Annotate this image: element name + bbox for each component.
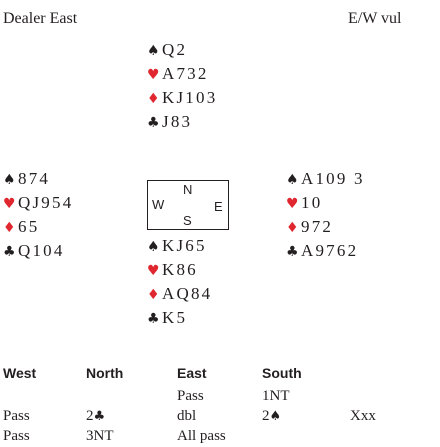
- south-spades-cards: KJ65: [162, 236, 207, 255]
- west-clubs: ♣Q104: [3, 239, 73, 263]
- compass-south: S: [183, 213, 192, 228]
- north-clubs: ♣J83: [147, 110, 217, 134]
- club-icon: ♣: [147, 115, 160, 131]
- compass-north: N: [183, 182, 193, 197]
- east-hearts: ♥10: [286, 191, 365, 215]
- diamond-icon: ♦: [3, 220, 16, 236]
- north-spades-cards: Q2: [162, 40, 188, 59]
- south-hand: ♠KJ65 ♥K86 ♦AQ84 ♣K5: [147, 234, 212, 330]
- bid-north-row2: 2♣: [86, 405, 105, 428]
- west-spades-cards: 874: [18, 169, 51, 188]
- north-diamonds-cards: KJ103: [162, 88, 218, 107]
- vulnerability-label: E/W vul: [348, 10, 402, 27]
- east-clubs-cards: A9762: [301, 241, 359, 260]
- bid-south-row2-level: 2: [262, 408, 270, 424]
- diamond-icon: ♦: [147, 91, 160, 107]
- north-hearts-cards: A732: [162, 64, 209, 83]
- compass-west: W: [152, 197, 165, 212]
- east-hearts-cards: 10: [301, 193, 323, 212]
- bid-south-row1: 1NT: [262, 388, 290, 404]
- east-clubs: ♣A9762: [286, 239, 365, 263]
- east-spades: ♠A109 3: [286, 167, 365, 191]
- heart-icon: ♥: [3, 196, 16, 212]
- diamond-icon: ♦: [286, 220, 299, 236]
- spade-icon: ♠: [147, 239, 160, 255]
- club-icon: ♣: [147, 311, 160, 327]
- north-spades: ♠Q2: [147, 38, 217, 62]
- heart-icon: ♥: [147, 67, 160, 83]
- north-clubs-cards: J83: [162, 112, 193, 131]
- bid-west-row3: Pass: [3, 428, 30, 444]
- dealer-label: Dealer East: [3, 10, 78, 27]
- north-hand: ♠Q2 ♥A732 ♦KJ103 ♣J83: [147, 38, 217, 134]
- bid-west-row2: Pass: [3, 408, 30, 424]
- west-diamonds-cards: 65: [18, 217, 40, 236]
- diamond-icon: ♦: [147, 287, 160, 303]
- north-diamonds: ♦KJ103: [147, 86, 217, 110]
- south-clubs: ♣K5: [147, 306, 212, 330]
- north-hearts: ♥A732: [147, 62, 217, 86]
- club-icon: ♣: [3, 244, 16, 260]
- club-icon: ♣: [286, 244, 299, 260]
- bid-east-row2: dbl: [177, 408, 197, 424]
- bid-east-row3: All pass: [177, 428, 226, 444]
- west-hearts: ♥QJ954: [3, 191, 73, 215]
- south-spades: ♠KJ65: [147, 234, 212, 258]
- club-icon: ♣: [93, 409, 106, 424]
- east-spades-cards: A109 3: [301, 169, 365, 188]
- bidding-header-south: South: [262, 365, 302, 381]
- bid-north-row2-level: 2: [86, 408, 94, 424]
- spade-icon: ♠: [147, 43, 160, 59]
- compass-east: E: [214, 199, 223, 214]
- spade-icon: ♠: [269, 409, 282, 424]
- bid-extra-row2: Xxx: [350, 408, 376, 424]
- heart-icon: ♥: [147, 263, 160, 279]
- spade-icon: ♠: [286, 172, 299, 188]
- west-clubs-cards: Q104: [18, 241, 65, 260]
- south-clubs-cards: K5: [162, 308, 188, 327]
- west-diamonds: ♦65: [3, 215, 73, 239]
- east-diamonds-cards: 972: [301, 217, 334, 236]
- bid-north-row3: 3NT: [86, 428, 114, 444]
- east-hand: ♠A109 3 ♥10 ♦972 ♣A9762: [286, 167, 365, 263]
- bid-south-row2: 2♠: [262, 405, 281, 428]
- heart-icon: ♥: [286, 196, 299, 212]
- spade-icon: ♠: [3, 172, 16, 188]
- compass-box: N W E S: [147, 180, 229, 230]
- bidding-header-west: West: [3, 365, 37, 381]
- west-hearts-cards: QJ954: [18, 193, 74, 212]
- south-hearts-cards: K86: [162, 260, 198, 279]
- south-diamonds: ♦AQ84: [147, 282, 212, 306]
- west-spades: ♠874: [3, 167, 73, 191]
- bidding-header-east: East: [177, 365, 207, 381]
- south-diamonds-cards: AQ84: [162, 284, 213, 303]
- bidding-header-north: North: [86, 365, 124, 381]
- south-hearts: ♥K86: [147, 258, 212, 282]
- west-hand: ♠874 ♥QJ954 ♦65 ♣Q104: [3, 167, 73, 263]
- bid-east-row1: Pass: [177, 388, 204, 404]
- east-diamonds: ♦972: [286, 215, 365, 239]
